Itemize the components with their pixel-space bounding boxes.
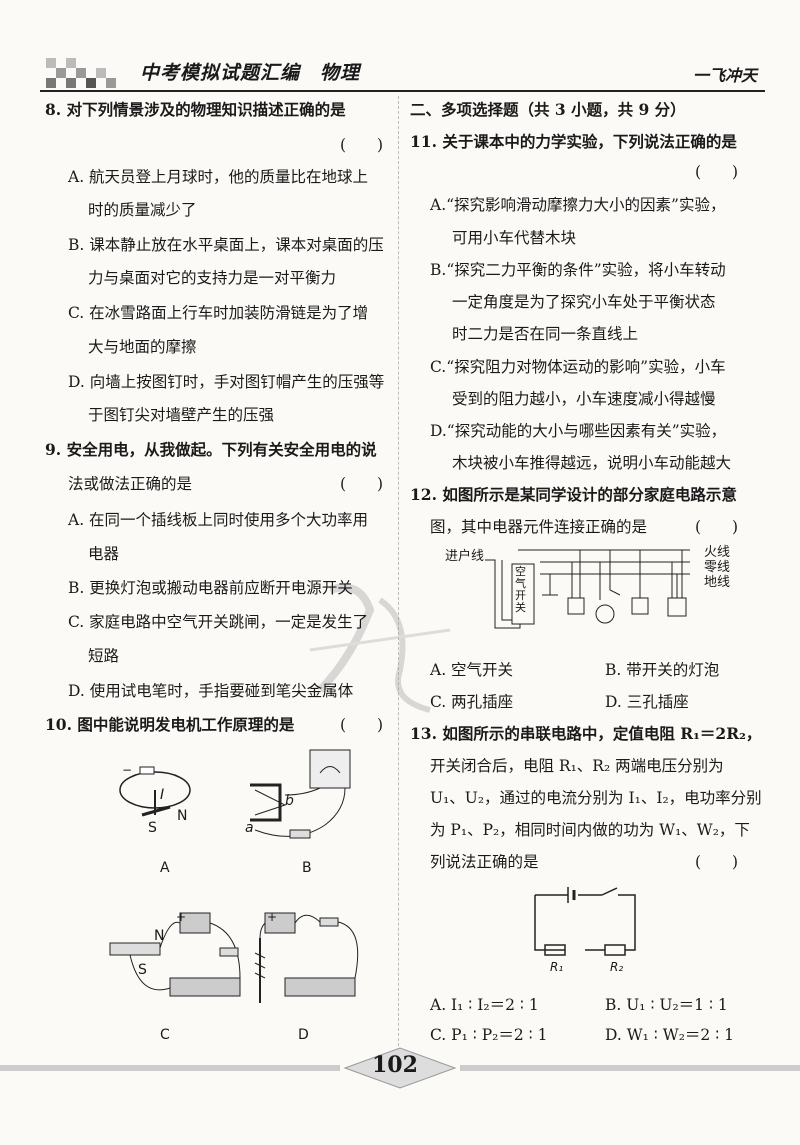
- q9-option-c-cont: 短路: [88, 647, 120, 665]
- q8-option-a-cont: 时的质量减少了: [88, 201, 197, 219]
- q13-option-c: C. P₁ ∶ P₂＝2 ∶ 1: [430, 1026, 548, 1044]
- q8-stem: 8. 对下列情景涉及的物理知识描述正确的是: [45, 100, 346, 119]
- q9-stem-cont: 法或做法正确的是: [68, 475, 193, 493]
- q10-fig-d-plus: +: [267, 910, 278, 924]
- q12-stem: 12. 如图所示是某同学设计的部分家庭电路示意: [410, 485, 737, 504]
- q13-stem-4: 为 P₁、P₂，相同时间内做的功为 W₁、W₂，下: [430, 821, 750, 839]
- q8-option-b: B. 课本静止放在水平桌面上，课本对桌面的压: [68, 236, 384, 254]
- q10-caption-b: B: [302, 860, 312, 876]
- q12-label-breaker: 空气开关: [515, 565, 526, 614]
- q10-caption-d: D: [298, 1027, 309, 1043]
- header-brand: 一飞冲天: [692, 66, 757, 85]
- q11-option-a: A.“探究影响滑动摩擦力大小的因素”实验，: [430, 196, 726, 214]
- q13-stem-3: U₁、U₂，通过的电流分别为 I₁、I₂，电功率分别: [430, 789, 762, 807]
- page-number: 102: [372, 1052, 418, 1078]
- q10-figure-d: [254, 912, 359, 1003]
- q8-option-c: C. 在冰雪路面上行车时加装防滑链是为了增: [68, 304, 369, 322]
- q9-option-a: A. 在同一个插线板上同时使用多个大功率用: [68, 511, 369, 529]
- q10-stem: 10. 图中能说明发电机工作原理的是: [45, 715, 295, 734]
- q12-label-ground: 地线: [704, 575, 731, 590]
- q12-option-d: D. 三孔插座: [605, 693, 689, 711]
- q12-option-a: A. 空气开关: [430, 661, 514, 679]
- q10-figure-a: [119, 766, 191, 817]
- q10-paren: ( ): [340, 716, 384, 734]
- checker-decoration: [46, 58, 116, 88]
- q12-option-b: B. 带开关的灯泡: [605, 661, 720, 679]
- q11-option-d: D.“探究动能的大小与哪些因素有关”实验，: [430, 422, 727, 440]
- q13-option-d: D. W₁ ∶ W₂＝2 ∶ 1: [605, 1026, 735, 1044]
- q11-option-c: C.“探究阻力对物体运动的影响”实验，小车: [430, 358, 726, 376]
- q10-fig-a-current: I: [160, 787, 165, 803]
- q12-stem-cont: 图，其中电器元件连接正确的是: [430, 518, 648, 536]
- q12-label-inlet: 进户线: [445, 549, 485, 564]
- watermark-logo: [309, 583, 451, 713]
- q10-caption-a: A: [160, 860, 170, 876]
- q11-option-c-cont: 受到的阻力越小，小车速度减小得越慢: [452, 390, 716, 408]
- q11-stem: 11. 关于课本中的力学实验，下列说法正确的是: [410, 132, 737, 151]
- q13-stem-2: 开关闭合后，电阻 R₁、R₂ 两端电压分别为: [430, 757, 724, 775]
- q10-fig-a-south: S: [148, 820, 157, 836]
- q12-circuit-figure: [485, 549, 690, 629]
- q11-paren: ( ): [695, 163, 739, 181]
- q13-circuit-figure: [534, 887, 636, 956]
- q8-paren: ( ): [340, 136, 384, 154]
- q11-option-b-cont2: 时二力是否在同一条直线上: [452, 325, 639, 343]
- q10-fig-c-south: S: [138, 962, 147, 978]
- q9-paren: ( ): [340, 475, 384, 493]
- q13-stem-5: 列说法正确的是: [430, 853, 539, 871]
- q8-option-d: D. 向墙上按图钉时，手对图钉帽产生的压强等: [68, 373, 385, 391]
- q9-option-c: C. 家庭电路中空气开关跳闸，一定是发生了: [68, 613, 369, 631]
- q10-caption-c: C: [160, 1027, 170, 1043]
- q11-option-b: B.“探究二力平衡的条件”实验，将小车转动: [430, 261, 726, 279]
- q9-option-d: D. 使用试电笔时，手指要碰到笔尖金属体: [68, 682, 354, 700]
- q10-figure-c: [109, 912, 241, 997]
- q10-fig-c-plus: +: [176, 910, 187, 924]
- q12-option-c: C. 两孔插座: [430, 693, 514, 711]
- q11-option-b-cont: 一定角度是为了探究小车处于平衡状态: [452, 293, 716, 311]
- q8-option-b-cont: 力与桌面对它的支持力是一对平衡力: [88, 269, 337, 287]
- q9-stem: 9. 安全用电，从我做起。下列有关安全用电的说: [45, 440, 377, 459]
- footer-decoration: [0, 1047, 800, 1089]
- q13-stem: 13. 如图所示的串联电路中，定值电阻 R₁＝2R₂，: [410, 724, 762, 743]
- q8-option-c-cont: 大与地面的摩擦: [88, 338, 197, 356]
- q10-fig-a-north: N: [177, 808, 188, 824]
- q13-option-b: B. U₁ ∶ U₂＝1 ∶ 1: [605, 996, 728, 1014]
- q11-option-d-cont: 木块被小车推得越远，说明小车动能越大: [452, 454, 732, 472]
- header-rule: [40, 90, 765, 92]
- q10-fig-a-minus: −: [122, 763, 133, 777]
- q12-label-neutral: 零线: [704, 560, 731, 575]
- q13-option-a: A. I₁ ∶ I₂＝2 ∶ 1: [430, 996, 539, 1014]
- q8-option-d-cont: 于图钉尖对墙壁产生的压强: [88, 406, 275, 424]
- q10-fig-b-label-a: a: [245, 820, 254, 836]
- q8-option-a: A. 航天员登上月球时，他的质量比在地球上: [68, 168, 369, 186]
- page-header: 中考模拟试题汇编 物理 一飞冲天: [40, 50, 765, 92]
- q12-paren: ( ): [695, 518, 739, 536]
- header-title: 中考模拟试题汇编 物理: [140, 62, 361, 84]
- q13-label-r2: R₂: [610, 960, 624, 974]
- q10-figure-b: [250, 749, 351, 839]
- q11-option-a-cont: 可用小车代替木块: [452, 229, 577, 247]
- column-divider: [398, 96, 399, 1071]
- section2-title: 二、多项选择题（共 3 小题，共 9 分）: [410, 100, 686, 119]
- q9-option-a-cont: 电器: [88, 545, 120, 563]
- q13-label-r1: R₁: [550, 960, 564, 974]
- q12-label-live: 火线: [704, 545, 731, 560]
- q10-fig-b-label-b: b: [285, 793, 294, 809]
- q9-option-b: B. 更换灯泡或搬动电器前应断开电源开关: [68, 579, 353, 597]
- q13-paren: ( ): [695, 853, 739, 871]
- q10-fig-c-north: N: [154, 928, 165, 944]
